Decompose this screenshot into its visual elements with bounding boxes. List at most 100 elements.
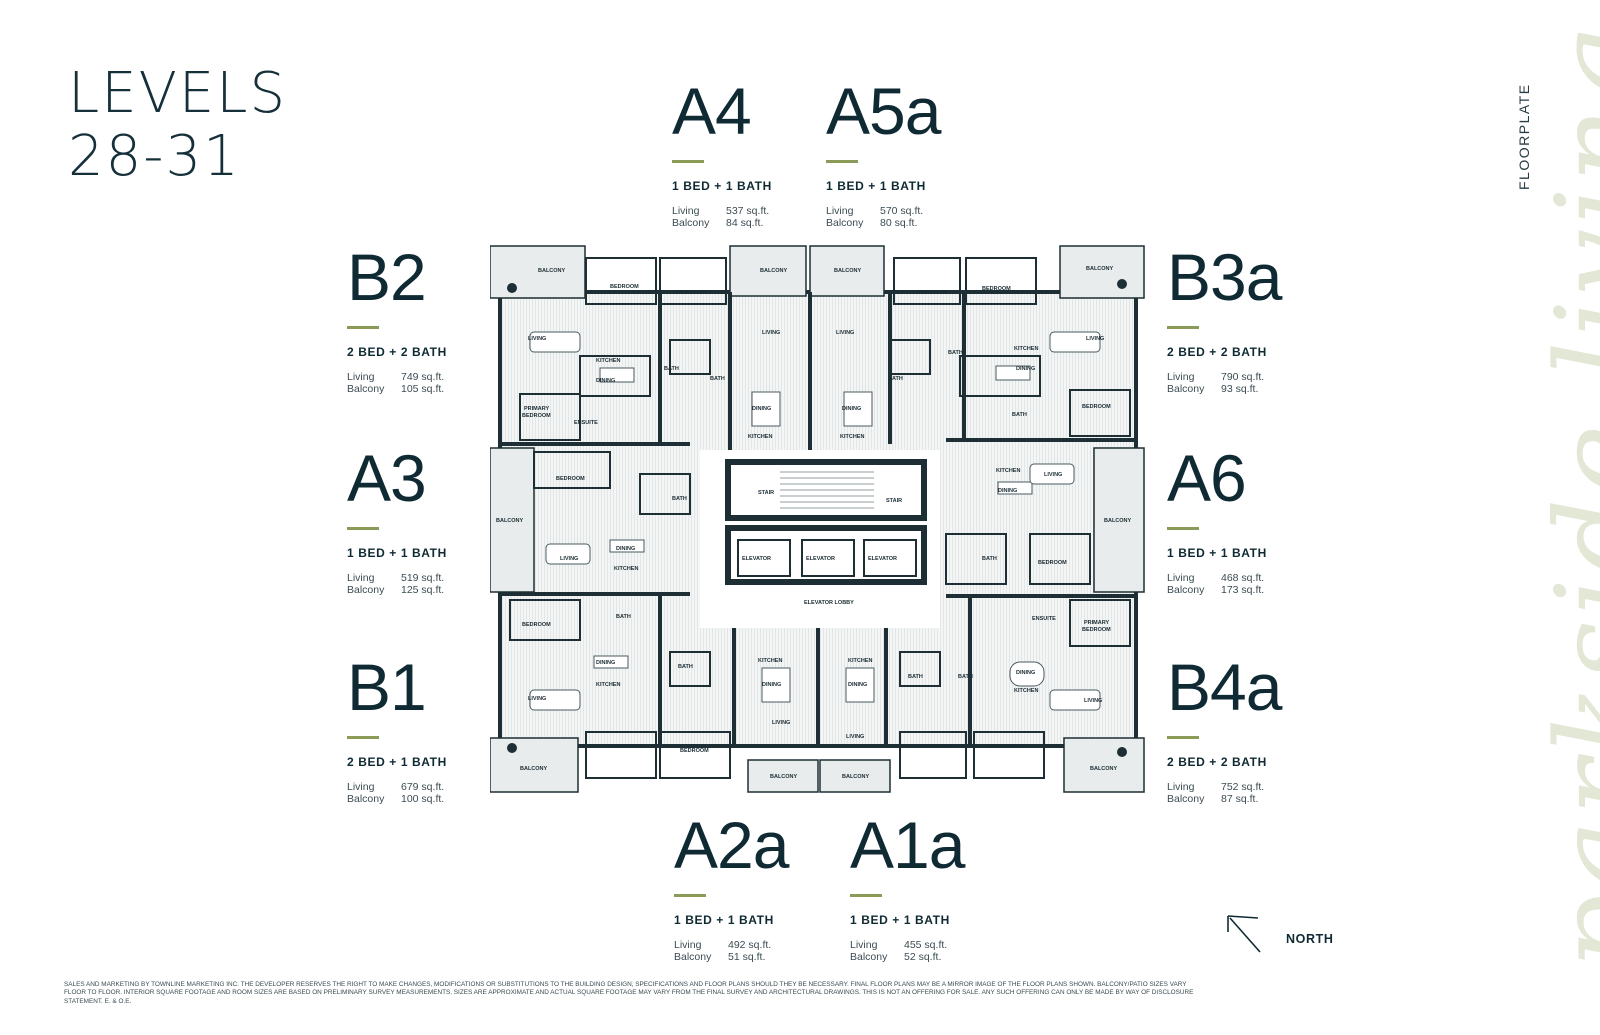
balcony-a1a bbox=[819, 759, 891, 793]
furniture bbox=[529, 331, 1101, 711]
living-area: 749 sq.ft. bbox=[401, 371, 445, 383]
balcony-area: 173 sq.ft. bbox=[1221, 584, 1265, 596]
room-label: KITCHEN bbox=[758, 658, 782, 664]
balcony-area: 87 sq.ft. bbox=[1221, 793, 1259, 805]
room-label: LIVING bbox=[846, 734, 864, 740]
room-label: ELEVATOR bbox=[742, 556, 771, 562]
room-label: BALCONY bbox=[770, 774, 798, 780]
room-label: ELEVATOR bbox=[868, 556, 897, 562]
room-label: DINING bbox=[596, 378, 615, 384]
balcony-label: Balcony bbox=[826, 217, 864, 229]
balcony-label: Balcony bbox=[1167, 383, 1205, 395]
room-label: LIVING bbox=[528, 696, 546, 702]
room-label: DINING bbox=[1016, 366, 1035, 372]
room-label: STAIR bbox=[886, 498, 902, 504]
room-label: ENSUITE bbox=[1032, 616, 1056, 622]
unit-code: B2 bbox=[347, 240, 427, 314]
balcony-label: Balcony bbox=[674, 951, 712, 963]
room-label: KITCHEN bbox=[1014, 346, 1038, 352]
accent-bar bbox=[347, 736, 379, 739]
room-label: STAIR bbox=[758, 490, 774, 496]
room-label: BEDROOM bbox=[988, 744, 1017, 750]
room-label: BEDROOM bbox=[922, 744, 951, 750]
legal-disclaimer: SALES AND MARKETING BY TOWNLINE MARKETIN… bbox=[64, 981, 1194, 1005]
balcony-label: Balcony bbox=[347, 793, 385, 805]
interior-partitions bbox=[509, 257, 1131, 779]
elevator-car bbox=[737, 539, 791, 577]
room-label: BALCONY bbox=[1086, 266, 1114, 272]
room-label: PRIMARY bbox=[1084, 620, 1109, 626]
balcony-label: Balcony bbox=[347, 584, 385, 596]
balcony-label: Balcony bbox=[1167, 584, 1205, 596]
north-arrow-icon bbox=[1227, 915, 1261, 953]
room-label: BATH bbox=[908, 674, 923, 680]
balcony-area: 52 sq.ft. bbox=[904, 951, 942, 963]
balcony-area: 80 sq.ft. bbox=[880, 217, 918, 229]
room-label: BALCONY bbox=[520, 766, 548, 772]
unit-code: A5a bbox=[826, 74, 941, 148]
living-area: 679 sq.ft. bbox=[401, 781, 445, 793]
balcony-a6 bbox=[1093, 447, 1145, 593]
living-label: Living bbox=[1167, 572, 1195, 584]
room-label: ELEVATOR bbox=[806, 556, 835, 562]
balcony-label: Balcony bbox=[672, 217, 710, 229]
room-label: LIVING bbox=[528, 336, 546, 342]
page-title: LEVELS 28-31 bbox=[68, 62, 287, 188]
accent-bar bbox=[826, 160, 858, 163]
room-label: KITCHEN bbox=[748, 434, 772, 440]
room-label: KITCHEN bbox=[848, 658, 872, 664]
room-label: BEDROOM bbox=[1082, 404, 1111, 410]
script-watermark: parkside living bbox=[1380, 24, 1600, 980]
living-label: Living bbox=[347, 371, 375, 383]
unit-code: A6 bbox=[1167, 441, 1247, 515]
room-label: BATH bbox=[958, 674, 973, 680]
unit-beds: 1 BED + 1 BATH bbox=[347, 546, 447, 560]
title-level-range: 28-31 bbox=[68, 124, 241, 189]
script-watermark-text: parkside living bbox=[1530, 23, 1600, 970]
north-indicator: NORTH bbox=[1222, 910, 1352, 960]
unit-code: B4a bbox=[1167, 650, 1282, 724]
room-label: BALCONY bbox=[834, 268, 862, 274]
unit-beds: 2 BED + 2 BATH bbox=[347, 345, 447, 359]
living-area: 790 sq.ft. bbox=[1221, 371, 1265, 383]
living-area: 570 sq.ft. bbox=[880, 205, 924, 217]
balcony-label: Balcony bbox=[850, 951, 888, 963]
room-label: BATH bbox=[1012, 412, 1027, 418]
elevator-car bbox=[863, 539, 917, 577]
stair-treads bbox=[780, 471, 874, 509]
unit-beds: 2 BED + 1 BATH bbox=[347, 755, 447, 769]
living-area: 519 sq.ft. bbox=[401, 572, 445, 584]
room-label: ENSUITE bbox=[574, 420, 598, 426]
unit-beds: 2 BED + 2 BATH bbox=[1167, 755, 1267, 769]
room-label: BEDROOM bbox=[680, 748, 709, 754]
room-label: BEDROOM bbox=[982, 286, 1011, 292]
floorplate-svg: BALCONY BEDROOM BEDROOM BALCONY BALCONY … bbox=[490, 245, 1145, 793]
north-label: NORTH bbox=[1286, 932, 1334, 946]
unit-code: B3a bbox=[1167, 240, 1282, 314]
balcony-a5a bbox=[809, 245, 885, 297]
living-area: 537 sq.ft. bbox=[726, 205, 770, 217]
unit-code: A2a bbox=[674, 808, 789, 882]
title-levels: LEVELS bbox=[68, 61, 288, 126]
accent-bar bbox=[1167, 736, 1199, 739]
unit-beds: 1 BED + 1 BATH bbox=[1167, 546, 1267, 560]
room-label: DINING bbox=[762, 682, 781, 688]
room-label: BEDROOM bbox=[610, 284, 639, 290]
accent-bar bbox=[347, 527, 379, 530]
room-label: PRIMARY bbox=[524, 406, 549, 412]
elevator-car bbox=[801, 539, 855, 577]
room-label: LIVING bbox=[560, 556, 578, 562]
accent-bar bbox=[347, 326, 379, 329]
